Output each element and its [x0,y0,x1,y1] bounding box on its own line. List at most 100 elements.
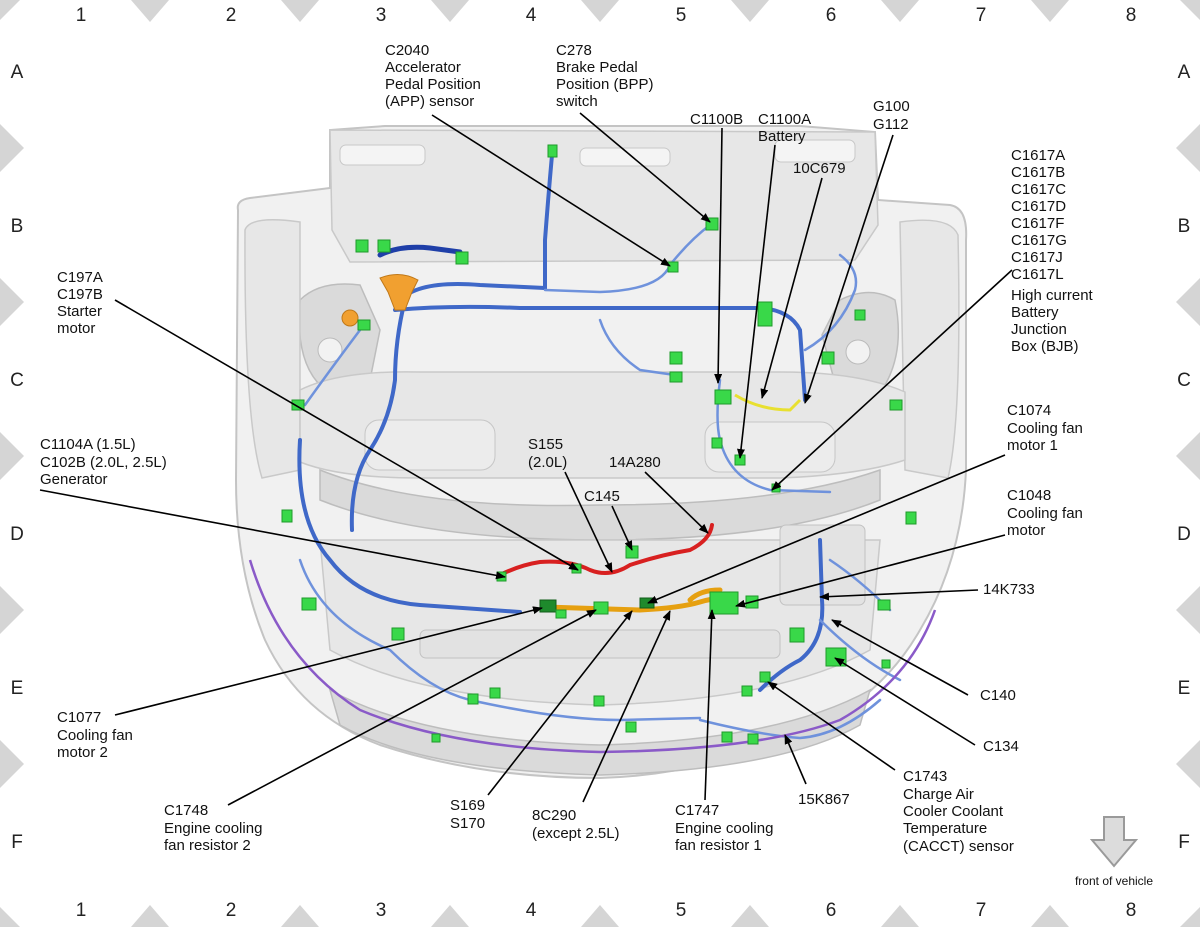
callout-line: Engine cooling [164,820,262,837]
connector [547,144,558,158]
connector [377,239,391,253]
callout-line: C134 [983,738,1019,755]
connector [877,599,891,611]
grid-column-labels-bottom: 1 2 3 4 5 6 7 8 [76,900,1137,921]
callout-line: Position (BPP) [556,76,654,93]
col-label: 6 [826,5,837,26]
col-label: 8 [1126,900,1137,921]
front-of-vehicle-label: front of vehicle [1075,874,1153,888]
callout-line: C1617G [1011,232,1067,249]
connector [709,591,739,615]
callout-line: Battery [758,128,806,145]
connector [291,399,305,411]
callout-line: G112 [873,116,909,133]
connector [593,601,609,615]
grid-row-labels-left: A B C D E F [10,62,24,853]
callout-line: C1747 [675,802,719,819]
callout-s155: S155 (2.0L) [528,436,567,471]
connector [669,351,683,365]
callout-c197: C197A C197B Starter motor [57,269,103,337]
grid-row-labels-right: A B C D E F [1177,62,1191,853]
connector [555,609,567,619]
connector [355,239,369,253]
callout-line: C1617L [1011,266,1064,283]
connector [281,509,293,523]
callout-line: Starter [57,303,102,320]
connector [711,437,723,449]
callout-line: C102B (2.0L, 2.5L) [40,454,167,471]
callout-line: C1100B [690,111,743,128]
front-of-vehicle-indicator: front of vehicle [1075,816,1153,888]
leader-lines [39,112,1013,806]
callout-line: C1617F [1011,215,1064,232]
callout-line: C1743 [903,768,947,785]
callout-line: Brake Pedal [556,59,638,76]
callout-line: S155 [528,436,563,453]
callout-line: Engine cooling [675,820,773,837]
callout-line: Charge Air [903,786,974,803]
callout-line: C1617B [1011,164,1065,181]
callout-c1077: C1077 Cooling fan motor 2 [57,709,133,761]
callout-line: (CACCT) sensor [903,838,1014,855]
callout-line: C197A [57,269,103,286]
callout-line: 14A280 [609,454,661,471]
callout-line: (except 2.5L) [532,825,620,842]
callout-c1100a: C1100A Battery [758,111,811,145]
callout-c1048: C1048 Cooling fan motor [1007,487,1083,539]
callout-line: Pedal Position [385,76,481,93]
connector [639,597,655,609]
callout-c1104: C1104A (1.5L) C102B (2.0L, 2.5L) Generat… [40,436,167,488]
connectors [281,144,917,745]
connector [391,627,405,641]
row-label: E [11,678,24,699]
col-label: 8 [1126,5,1137,26]
row-label: B [1178,216,1191,237]
callout-line: 14K733 [983,581,1035,598]
connector [741,685,753,697]
callout-line: C1074 [1007,402,1051,419]
row-label: C [1177,370,1191,391]
callout-line: motor [57,320,95,337]
callout-line: C140 [980,687,1016,704]
row-label: D [10,524,24,545]
callout-c140: C140 [980,687,1016,704]
callout-line: C2040 [385,42,429,59]
callout-15k867: 15K867 [798,791,850,808]
callout-10c679: 10C679 [793,160,846,177]
connector [747,733,759,745]
callout-line: High current [1011,287,1094,304]
connector [714,389,732,405]
callout-line: C1048 [1007,487,1051,504]
callout-line: C1748 [164,802,208,819]
callout-line: Cooling fan [1007,505,1083,522]
col-label: 6 [826,900,837,921]
col-label: 1 [76,900,87,921]
callout-c1074: C1074 Cooling fan motor 1 [1007,402,1083,454]
connector [854,309,866,321]
connector [667,261,679,273]
col-label: 3 [376,900,387,921]
col-label: 5 [676,5,687,26]
callout-c278: C278 Brake Pedal Position (BPP) switch [556,42,654,110]
callout-c1617: C1617A C1617B C1617C C1617D C1617F C1617… [1011,147,1094,355]
connector [905,511,917,525]
connector [721,731,733,743]
callout-line: motor [1007,522,1045,539]
row-label: D [1177,524,1191,545]
callout-line: (2.0L) [528,454,567,471]
callout-line: Cooler Coolant [903,803,1004,820]
row-label: F [11,832,23,853]
connector [455,251,469,265]
callout-line: Cooling fan [1007,420,1083,437]
callout-line: C1617C [1011,181,1066,198]
connector [431,733,441,743]
col-label: 7 [976,5,987,26]
col-label: 4 [526,900,537,921]
callout-line: 10C679 [793,160,846,177]
callout-line: Cooling fan [57,727,133,744]
row-label: F [1178,832,1190,853]
callout-c145: C145 [584,488,620,505]
